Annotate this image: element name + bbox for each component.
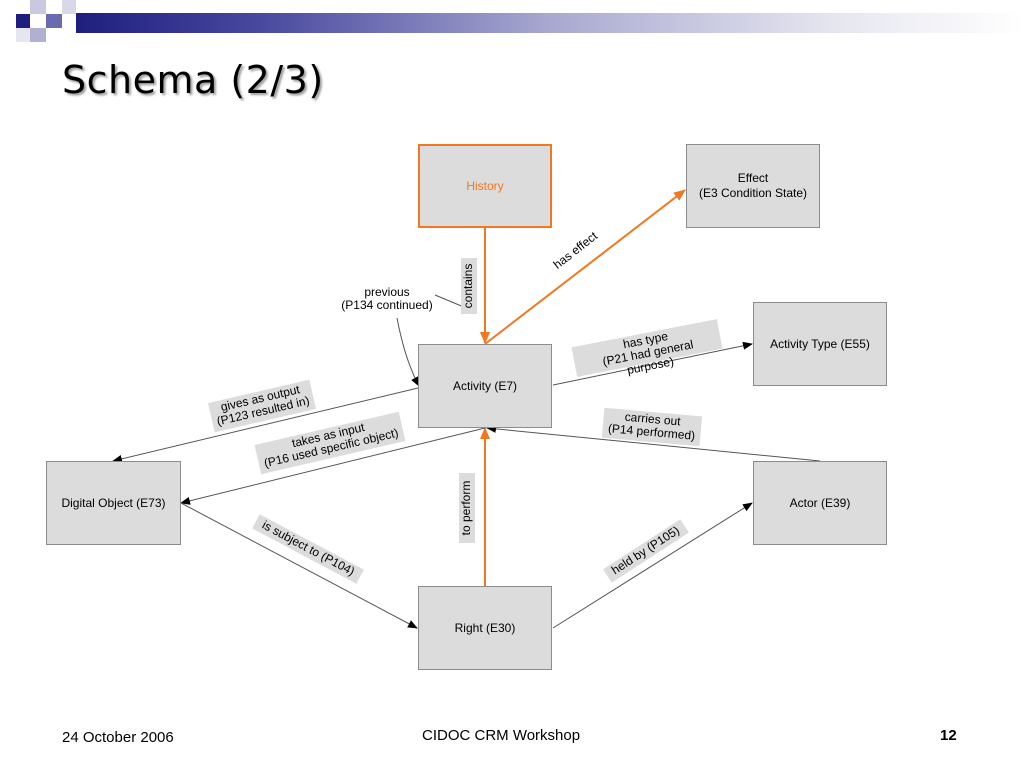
label-previous: previous (P134 continued) [341,285,433,312]
header-square [30,0,46,14]
label-to-perform: to perform [459,473,475,543]
header-square [46,14,62,28]
header-gradient-bar [76,13,1024,33]
node-digital-object: Digital Object (E73) [46,461,181,545]
node-activity-type: Activity Type (E55) [753,302,887,386]
node-right: Right (E30) [418,586,552,670]
page-number: 12 [940,727,957,744]
node-history: History [418,144,552,228]
label-contains: contains [461,258,477,314]
header-square [16,14,30,28]
footer-title: CIDOC CRM Workshop [422,727,581,744]
edge-carries-out [486,424,821,462]
footer-date: 24 October 2006 [62,729,174,746]
header-square [62,0,76,14]
edge-takes-as-input [180,427,486,505]
slide-title: Schema (2/3) [62,58,324,102]
edge-has-effect [484,189,686,345]
edge-previous [396,317,420,387]
header-decoration [0,0,1024,46]
node-actor: Actor (E39) [753,461,887,545]
edge-held-by [552,502,753,629]
node-activity: Activity (E7) [418,344,552,428]
header-square [16,28,30,42]
edge-gives-as-output [112,387,419,463]
header-square [30,28,46,42]
node-effect: Effect (E3 Condition State) [686,144,820,228]
edge-is-subject-to [180,502,418,629]
